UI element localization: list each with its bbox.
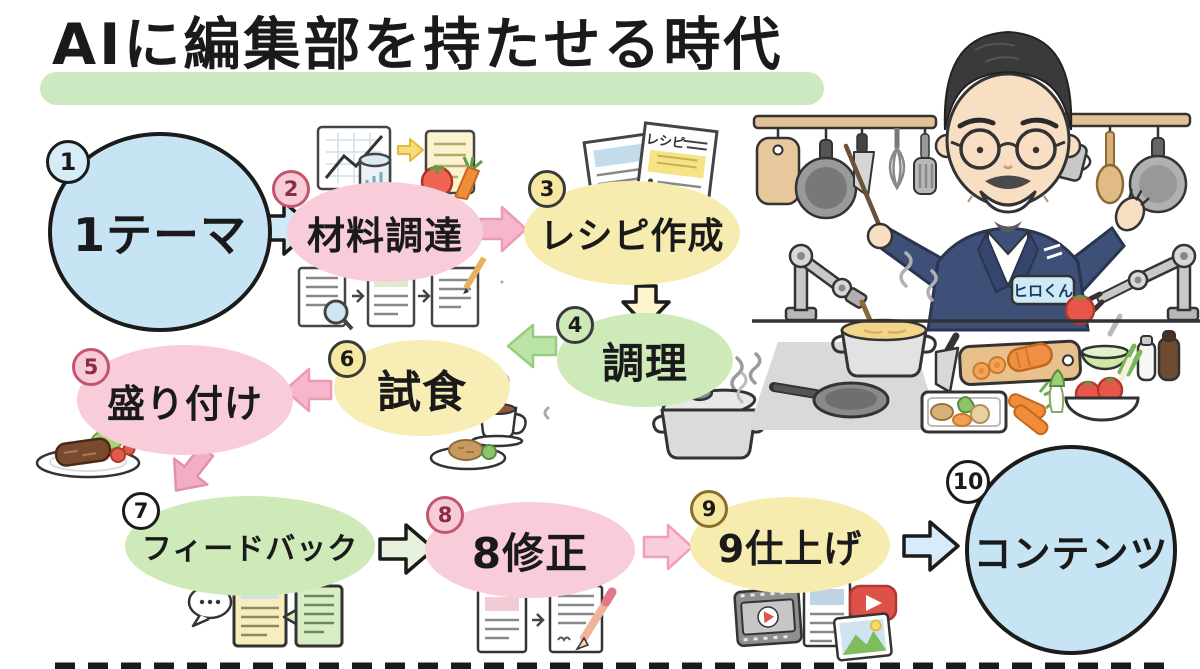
step-10-bubble: コンテンツ bbox=[965, 445, 1177, 655]
nose bbox=[1003, 165, 1013, 170]
arrow-step6-step5 bbox=[283, 367, 333, 413]
step-2-number-badge: 2 bbox=[272, 170, 310, 208]
kitchen-scene: ヒロくん bbox=[736, 30, 1200, 436]
step-7-bubble: フィードバック bbox=[125, 496, 375, 596]
step-1-number-badge: 1 bbox=[46, 140, 90, 184]
step-3-number-badge: 3 bbox=[528, 170, 566, 208]
veggie-tray bbox=[920, 390, 1008, 434]
soup-pot bbox=[831, 251, 938, 378]
publishing-icons bbox=[733, 580, 898, 662]
page-title: AIに編集部を持たせる時代 bbox=[52, 12, 784, 78]
step-10-number-badge: 10 bbox=[946, 460, 990, 504]
video-player-icon bbox=[733, 586, 803, 648]
mini-arrow-icon bbox=[397, 138, 424, 162]
arrow-step8-step9 bbox=[642, 523, 694, 571]
step-10-label: コンテンツ bbox=[973, 531, 1169, 576]
step-7-label: フィードバック bbox=[141, 532, 359, 567]
spatula-icon bbox=[913, 128, 937, 195]
mixing-bowl bbox=[1080, 313, 1130, 371]
small-pan-icon bbox=[1128, 126, 1188, 214]
comment-doc-icon bbox=[282, 584, 344, 648]
mini-arrow-icon bbox=[532, 613, 545, 627]
produce-bowl bbox=[1064, 343, 1143, 422]
edit-doc-icon bbox=[430, 256, 487, 328]
name-tag: ヒロくん bbox=[1010, 274, 1076, 306]
image-icon bbox=[832, 612, 893, 662]
mustache bbox=[985, 175, 1031, 189]
pocket-square bbox=[1043, 243, 1063, 260]
tasting-plate-icon bbox=[429, 439, 507, 471]
mini-arrow-icon bbox=[352, 289, 365, 303]
step-3-label: レシピ作成 bbox=[539, 216, 725, 257]
arrow-step4-step6 bbox=[506, 323, 558, 369]
step-2-bubble: 材料調達 bbox=[287, 182, 483, 282]
cutting-board bbox=[958, 339, 1082, 386]
step-7-number-badge: 7 bbox=[122, 492, 160, 530]
left-hand bbox=[1114, 188, 1150, 232]
step-1-label: 1テーマ bbox=[72, 208, 247, 262]
arrow-step9-step10 bbox=[902, 520, 960, 572]
mini-arrow-icon bbox=[418, 289, 431, 303]
character-hiro: ヒロくん bbox=[843, 30, 1150, 332]
step-6-number-badge: 6 bbox=[328, 340, 366, 378]
step-8-number-badge: 8 bbox=[426, 496, 464, 534]
step-5-number-badge: 5 bbox=[72, 348, 110, 386]
carrot-icon bbox=[454, 156, 483, 200]
frying-pan-icon bbox=[794, 128, 858, 220]
arrow-step7-step8 bbox=[378, 523, 436, 575]
steam-icon bbox=[730, 352, 762, 394]
glasses-right bbox=[1015, 128, 1057, 170]
wooden-spoon-icon bbox=[1095, 126, 1125, 205]
cutting-board-icon bbox=[755, 128, 801, 206]
arrow-step5-step7 bbox=[172, 444, 215, 492]
step-6-label: 試食 bbox=[377, 367, 467, 418]
frying-pan bbox=[769, 381, 890, 419]
step-4-label: 調理 bbox=[601, 338, 688, 388]
steam-icon bbox=[899, 251, 938, 302]
play-button-icon bbox=[848, 584, 898, 622]
search-doc-icon bbox=[297, 266, 354, 331]
step-5-bubble: 盛り付け bbox=[77, 345, 293, 455]
arrow-step2-step3 bbox=[478, 205, 528, 253]
salt-pepper-shakers bbox=[1136, 330, 1181, 382]
eyebrows bbox=[957, 117, 1059, 129]
carrots bbox=[1008, 381, 1057, 436]
step-9-label: 9仕上げ bbox=[717, 526, 863, 571]
document-review-icons bbox=[297, 256, 487, 331]
steam-icon bbox=[736, 371, 748, 404]
title-highlight bbox=[40, 72, 824, 105]
doc-icon bbox=[476, 588, 528, 654]
glasses-left bbox=[959, 128, 1001, 170]
pencil-icon bbox=[575, 587, 617, 651]
name-tag-text: ヒロくん bbox=[1013, 282, 1073, 300]
pointer-stick bbox=[843, 143, 885, 235]
recipe-card-label: レシピ bbox=[645, 132, 686, 152]
leafy-greens bbox=[1048, 368, 1066, 413]
lapel-left bbox=[976, 231, 1010, 294]
right-hand bbox=[866, 222, 894, 250]
tasting-icons bbox=[429, 280, 550, 471]
utensil-rack-left bbox=[752, 114, 938, 220]
step-5-label: 盛り付け bbox=[106, 381, 263, 426]
chef-knife bbox=[934, 332, 960, 394]
step-2-label: 材料調達 bbox=[306, 213, 463, 258]
hair bbox=[943, 30, 1073, 131]
step-8-label: 8修正 bbox=[471, 528, 589, 578]
robot-arm-right bbox=[1064, 243, 1200, 326]
robot-arm-left bbox=[784, 243, 879, 337]
step-9-number-badge: 9 bbox=[690, 490, 728, 528]
whisk-icon bbox=[888, 128, 906, 191]
step-4-number-badge: 4 bbox=[556, 306, 594, 344]
mouth bbox=[979, 190, 1037, 214]
goatee bbox=[994, 221, 1022, 232]
revision-icons bbox=[476, 584, 617, 654]
